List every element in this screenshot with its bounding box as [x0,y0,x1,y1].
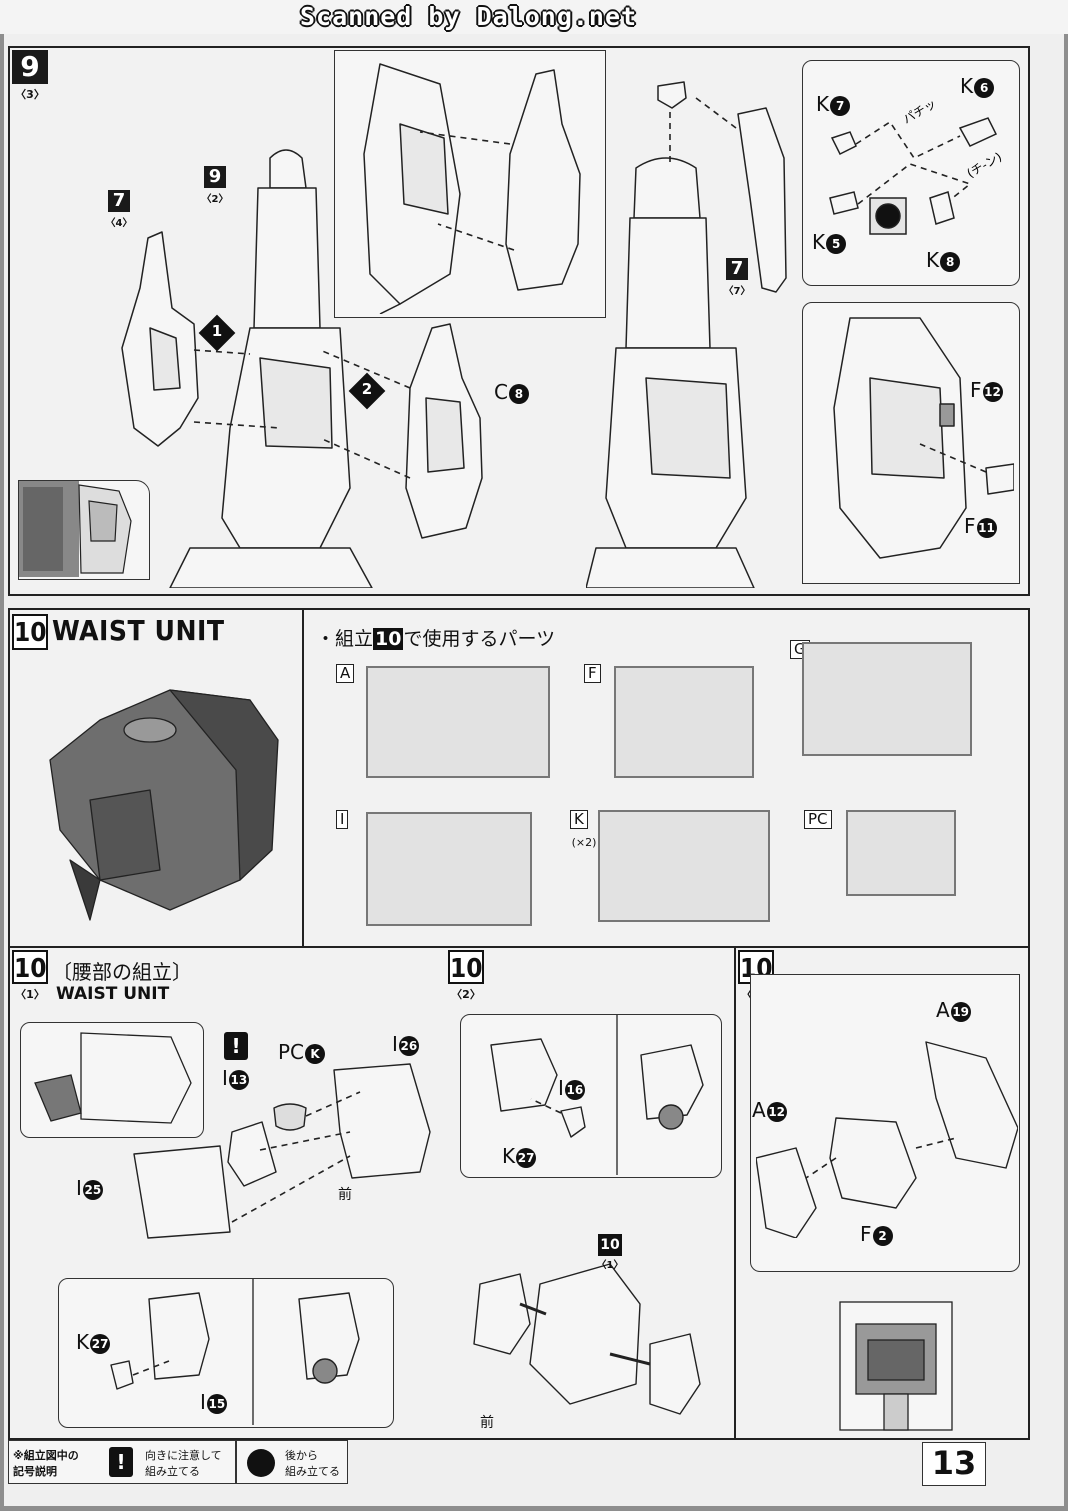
runner-tag-pc: PC [804,810,832,829]
leg-assembly-art-right [586,81,787,588]
runner-f [614,666,754,778]
runner-tag-i: I [336,810,349,829]
step10-divider [302,610,304,946]
legend-divider [235,1441,237,1483]
legend-later-icon [247,1449,275,1477]
arrow-marker-2-label: 2 [361,380,373,398]
step10-2-sub: 〈2〉 [451,988,481,1001]
runner-tag-k: K [570,810,588,829]
legend-item2-text: 後から 組み立てる [285,1449,340,1478]
sound-effect-a: パチッ [901,96,939,126]
waist-armor-assembly-art [756,1041,1018,1238]
step10-1-title-jp: 〔腰部の組立〕 [52,960,192,984]
step10-3-panel: 10 〈3〉 A19 A12 F2 [734,946,1030,1440]
step10-title: WAIST UNIT [52,614,225,647]
ref-step-9-2-number: 9 [204,166,226,188]
page-number: 13 [922,1442,986,1486]
waist-side-assembly-art [490,1015,704,1175]
legend-title: ※組立図中の 記号説明 [13,1449,79,1478]
f-parts-art [833,317,1014,559]
step9-thumbnail-box [18,480,150,580]
waist-frame-detail-art [34,1032,192,1124]
legend-item1-text: 向きに注意して 組み立てる [145,1449,222,1478]
step9-number: 9 [12,50,48,84]
waist-side-assembly-art-b [110,1279,360,1425]
runner-i [366,812,532,926]
waist-unit-preview-art [49,689,279,921]
step10-1-detail-box [20,1022,204,1138]
runner-a [366,666,550,778]
front-direction-label-b: 前 [480,1415,494,1431]
ref-step-10-1-sub: 〈1〉 [596,1260,624,1271]
runner-g [802,642,972,756]
runner-tag-a: A [336,664,355,683]
step9-sub: 〈3〉 [15,88,45,101]
page-header: Scanned by Dalong.net [0,0,1068,34]
ref-step-7-7-sub: 〈7〉 [723,286,751,297]
watermark-text: Scanned by Dalong.net [300,2,638,31]
leg-detail-art-top [363,63,581,314]
warning-icon: ! [224,1032,248,1060]
ref-step-7-4-number: 7 [108,190,130,212]
arrow-marker-1-label: 1 [211,322,223,340]
legend-warning-icon: ! [109,1447,133,1477]
ref-step-7-7-number: 7 [726,258,748,280]
leg-assembly-art-main [121,149,483,588]
step9-panel: 9 〈3〉 9 〈2〉 7 〈4〉 7 〈7〉 1 2 [8,46,1030,596]
step10-2-detail-box [460,1014,722,1178]
symbol-legend: ※組立図中の 記号説明 ! 向きに注意して 組み立てる 後から 組み立てる [8,1440,348,1484]
step10-2-number: 10 [448,950,484,984]
runner-pc [846,810,956,896]
ref-step-10-1-number: 10 [598,1234,622,1256]
thumbnail-art [19,481,132,577]
front-direction-label: 前 [338,1187,352,1203]
k-parts-art: パチッ (チ-ン) [829,96,1005,235]
ref-step-9-2-sub: 〈2〉 [201,194,229,205]
sound-effect-b: (チ-ン) [965,150,1005,181]
ref-step-7-4-sub: 〈4〉 [105,218,133,229]
step10-number: 10 [12,614,48,650]
waist-back-view-art [839,1301,953,1431]
step10-1-number: 10 [12,950,48,984]
step10-1-sub: 〈1〉 [15,988,45,1001]
runner-k-qty: (×2) [571,836,597,849]
waist-assembly-art-1 [133,1063,431,1239]
waist-full-assembly-art [473,1263,701,1415]
runner-tag-f: F [584,664,601,683]
runner-k [598,810,770,922]
step10-1-title-en: WAIST UNIT [56,984,170,1004]
